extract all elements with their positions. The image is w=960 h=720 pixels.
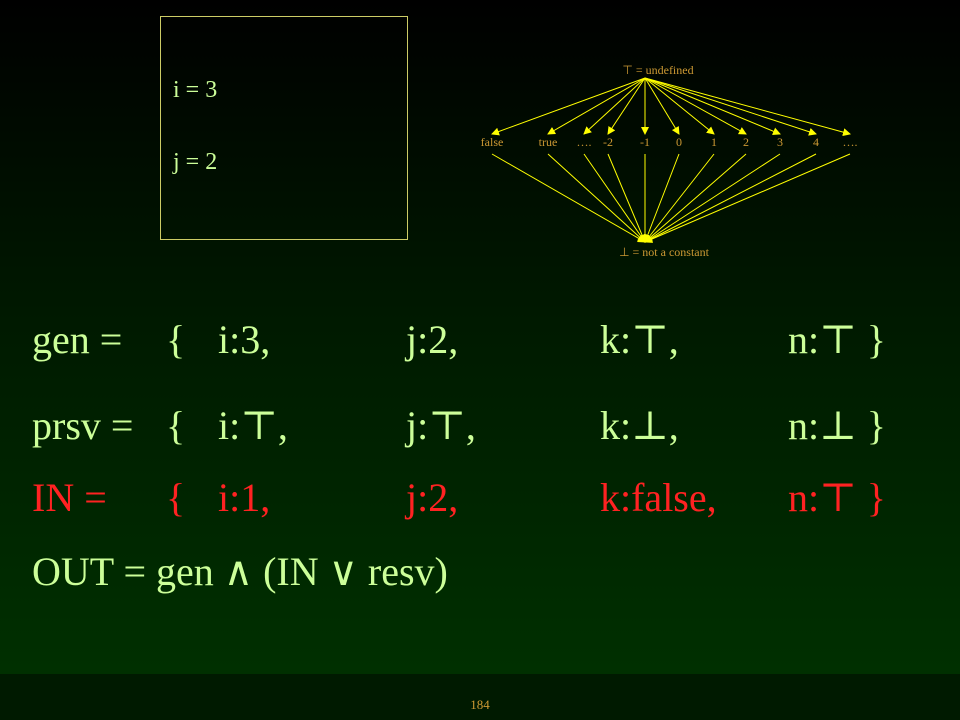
- edge-top-to-node: [644, 77, 747, 135]
- edge-top-to-node: [491, 77, 646, 136]
- top-label: ⊤ = undefined: [622, 63, 693, 77]
- prsv-cell: n:⊥ }: [788, 403, 886, 448]
- prsv-cell: {: [166, 403, 186, 448]
- edge-node-to-bottom: [607, 153, 646, 243]
- lattice-node-label: 1: [711, 135, 717, 149]
- in-cell: IN =: [32, 475, 107, 520]
- lattice-nodes: false true …. -2 -1 0 1 2 3 4 ….: [481, 135, 858, 149]
- lattice-node-label: 2: [743, 135, 749, 149]
- edge-node-to-bottom: [491, 153, 646, 243]
- edge-top-to-node: [607, 77, 646, 135]
- edge-node-to-bottom: [583, 153, 646, 243]
- prsv-cell: prsv =: [32, 403, 134, 448]
- lattice-node-label: 0: [676, 135, 682, 149]
- lattice-node-label: 4: [813, 135, 819, 149]
- state-box: i = 3 j = 2: [160, 16, 408, 240]
- equation-out: OUT = gen ∧ (IN ∨ resv): [32, 549, 448, 594]
- edge-node-to-bottom: [547, 153, 646, 243]
- lattice-node-label: ….: [577, 135, 592, 149]
- lattice-node-label: -1: [640, 135, 650, 149]
- gen-cell: {: [166, 317, 186, 362]
- bottom-label: ⊥ = not a constant: [619, 245, 710, 259]
- prsv-cell: i:⊤,: [218, 403, 288, 448]
- gen-cell: i:3,: [218, 317, 271, 362]
- lattice-node-label: false: [481, 135, 504, 149]
- gen-cell: gen =: [32, 317, 123, 362]
- page-number: 184: [470, 697, 490, 712]
- gen-cell: n:⊤ }: [788, 317, 886, 362]
- state-line-j: j = 2: [173, 149, 218, 175]
- edge-node-to-bottom: [644, 153, 781, 243]
- edge-top-to-node: [547, 77, 646, 135]
- edge-top-to-node: [644, 77, 680, 135]
- footer-bar: [0, 674, 960, 720]
- edge-top-to-node: [644, 77, 781, 136]
- edge-node-to-bottom: [644, 153, 817, 243]
- prsv-cell: j:⊤,: [406, 403, 476, 448]
- edge-top-to-node: [644, 77, 817, 136]
- edge-node-to-bottom: [644, 153, 715, 243]
- edge-node-to-bottom: [644, 153, 747, 243]
- edge-node-to-bottom: [644, 153, 851, 243]
- lattice-node-label: 3: [777, 135, 783, 149]
- in-cell: j:2,: [406, 475, 459, 520]
- gen-cell: k:⊤,: [600, 317, 679, 362]
- lattice-edges: [491, 77, 851, 243]
- in-cell: i:1,: [218, 475, 271, 520]
- edge-node-to-bottom: [643, 153, 680, 243]
- gen-cell: j:2,: [406, 317, 459, 362]
- prsv-cell: k:⊥,: [600, 403, 679, 448]
- lattice-diagram: ⊤ = undefined false true …. -2 -1 0 1 2 3 4 …. ⊥ =…: [481, 63, 858, 259]
- lattice-node-label: ….: [843, 135, 858, 149]
- edge-top-to-node: [644, 77, 715, 135]
- in-cell: {: [166, 475, 186, 520]
- edge-top-to-node: [583, 77, 646, 135]
- lattice-node-label: -2: [603, 135, 613, 149]
- in-cell: n:⊤ }: [788, 475, 886, 520]
- state-line-i: i = 3: [173, 77, 218, 103]
- edge-top-to-node: [644, 77, 851, 137]
- lattice-node-label: true: [539, 135, 558, 149]
- in-cell: k:false,: [600, 475, 717, 520]
